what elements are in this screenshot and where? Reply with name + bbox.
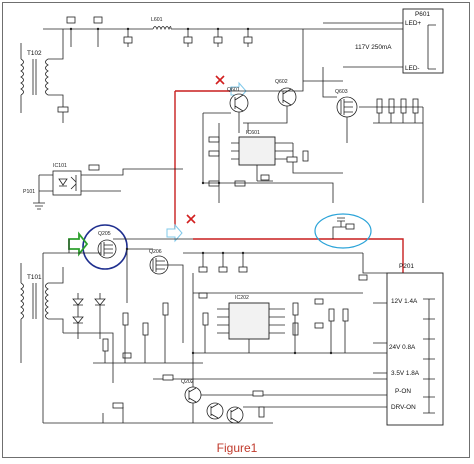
optocoupler-resistor (88, 164, 100, 171)
ic601-chip (238, 136, 276, 166)
p601-rating: 117V 250mA (355, 44, 392, 51)
ic202-chip (228, 302, 270, 340)
resistor-column-wires (359, 106, 424, 203)
transistor-q602-label: Q602 (275, 79, 288, 85)
red-trace-top (174, 90, 231, 229)
mosfet-q603 (336, 96, 358, 118)
p201-connector (386, 272, 444, 426)
mosfet-q206-label: Q206 (149, 249, 162, 255)
blue-circle-highlight (82, 224, 128, 270)
p201-pin-3v5: 3.5V 1.8A (391, 370, 420, 377)
t102-resistor (57, 106, 69, 113)
bottom-control-resistors (112, 374, 265, 418)
transistor-bottom-3 (226, 406, 244, 424)
t101-wires (20, 263, 64, 363)
bottom-main-rail (42, 238, 193, 423)
transistor-q602 (277, 87, 297, 107)
connector-p101-label: P101 (23, 189, 35, 195)
optocoupler-symbols (58, 175, 77, 191)
transformer-t101-label: T101 (27, 274, 42, 281)
transformer-t102 (20, 58, 49, 96)
mosfet-q205 (97, 239, 117, 259)
circled-capacitor (332, 217, 355, 239)
schematic-frame: L601 P601 LED+ LED- 117V 250mA T102 Q601… (2, 2, 470, 458)
inductor-l601-label: L601 (151, 17, 163, 23)
p601-pin-marks (427, 24, 436, 70)
led-out-wires (323, 22, 403, 68)
p201-pin-marks (423, 298, 435, 414)
p201-pin-p-on: P-ON (395, 388, 411, 395)
top-driver-wires (202, 43, 348, 183)
ic601-pins (231, 142, 343, 181)
p601-pin-led-plus: LED+ (405, 20, 421, 27)
p101-ground (33, 202, 45, 210)
ic202-passives (198, 292, 349, 336)
ic601-lower-wires (203, 123, 334, 203)
transformer-t102-label: T102 (27, 50, 42, 57)
ic202-wires (192, 273, 387, 423)
transistor-bottom-2 (206, 402, 224, 420)
ic202-label: IC202 (235, 295, 249, 301)
inductor-l601 (152, 26, 172, 31)
p601-pin-led-minus: LED- (405, 65, 420, 72)
red-trace-main (193, 238, 404, 273)
p201-feed-wires (373, 302, 387, 374)
optocoupler-ic101-label: IC101 (53, 163, 67, 169)
red-x-mark-mid (186, 214, 196, 224)
ic202-pins (217, 308, 285, 334)
p201-pin-drv-on: DRV-ON (391, 404, 416, 411)
driver-resistor-column (376, 98, 419, 114)
mosfet-q206 (149, 255, 169, 275)
mosfet-q205-label: Q205 (98, 231, 111, 237)
p601-connector (402, 8, 444, 74)
cyan-arrow-mid (166, 223, 183, 243)
left-bottom-resistors (102, 302, 169, 359)
mosfet-q603-label: Q603 (335, 89, 348, 95)
green-arrow (68, 231, 89, 257)
optocoupler-wires (38, 168, 183, 203)
bottom-rail-right (183, 252, 387, 274)
ic601-passives (208, 136, 309, 187)
transistor-q202 (184, 386, 202, 404)
figure-caption: Figure1 (216, 441, 258, 455)
junction-dots (69, 27, 333, 355)
bottom-rail-caps (198, 266, 368, 281)
transistor-q601-label: Q601 (227, 87, 240, 93)
bottom-control-wires (43, 378, 387, 424)
schematic-diagram: L601 P601 LED+ LED- 117V 250mA T102 Q601… (20, 8, 444, 426)
red-x-mark-top (215, 75, 225, 85)
top-rail-capacitors (66, 16, 253, 44)
p601-label: P601 (415, 11, 430, 18)
optocoupler-ic101 (52, 170, 82, 196)
p201-pin-24v: 24V 0.8A (389, 344, 416, 351)
transistor-q202-label: Q202 (181, 379, 194, 385)
transformer-t101 (20, 282, 49, 320)
cyan-circle-highlight (314, 213, 372, 249)
t102-wires (20, 29, 64, 123)
transistor-q601 (229, 93, 249, 113)
p201-label: P201 (399, 263, 414, 270)
rectifier-wires (63, 293, 114, 383)
ic601-label: IC601 (246, 130, 260, 136)
p201-pin-12v: 12V 1.4A (391, 298, 418, 305)
left-bottom-wires (93, 315, 203, 364)
